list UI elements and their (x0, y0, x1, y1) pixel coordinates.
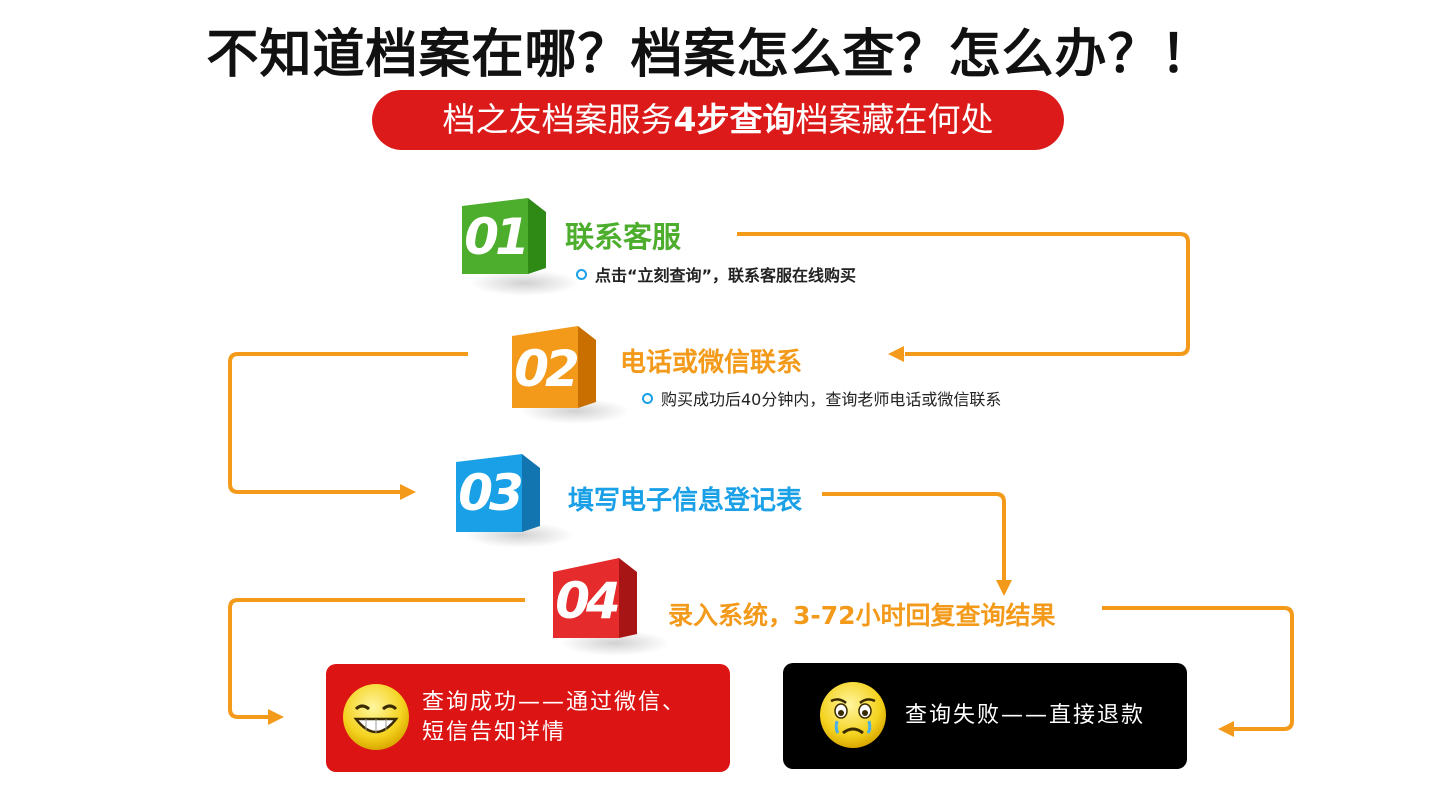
banner-text-bold: 4步查询 (673, 100, 796, 139)
step-1-title: 联系客服 (565, 220, 682, 254)
arrow-step3-to-step4 (822, 492, 1006, 582)
step-1-number: 01 (464, 208, 530, 266)
crying-face-icon (820, 682, 886, 748)
step-2-title: 电话或微信联系 (620, 348, 803, 378)
arrow-step2-to-step3 (228, 352, 468, 494)
result-success-line1: 查询成功——通过微信、 (422, 690, 687, 715)
step-1-desc-text: 点击“立刻查询”，联系客服在线购买 (595, 266, 857, 285)
arrow-step4-to-success (228, 598, 525, 719)
arrowhead-5 (1218, 721, 1234, 737)
page-title: 不知道档案在哪？档案怎么查？怎么办？！ (206, 24, 1214, 85)
step-2-cube-side (512, 326, 596, 408)
arrowhead-3 (996, 580, 1012, 596)
arrowhead-1 (888, 346, 904, 362)
result-success-line2: 短信告知详情 (422, 720, 567, 745)
arrow-step4-to-failure (1102, 606, 1294, 731)
subtitle-banner: 档之友档案服务4步查询档案藏在何处 (372, 90, 1064, 150)
step-3-cube-side (456, 454, 540, 532)
step-4-cube-side (553, 558, 637, 638)
step-4-number: 04 (555, 572, 621, 630)
result-failure-box: 查询失败——直接退款 (783, 663, 1187, 769)
laughing-face-icon (343, 684, 409, 750)
banner-text-post: 档案藏在何处 (795, 100, 994, 139)
step-2-desc: 购买成功后40分钟内，查询老师电话或微信联系 (642, 386, 1001, 410)
step-1-desc: 点击“立刻查询”，联系客服在线购买 (576, 262, 856, 286)
step-1-cube-side (462, 198, 546, 274)
step-4-title: 录入系统，3-72小时回复查询结果 (668, 601, 1056, 630)
step-2-number: 02 (514, 340, 580, 398)
step-3-title: 填写电子信息登记表 (568, 486, 803, 516)
bullet-icon (642, 393, 653, 404)
arrow-step1-to-step2 (737, 232, 1190, 356)
bullet-icon (576, 269, 587, 280)
arrowhead-2 (400, 484, 416, 500)
step-3-number: 03 (458, 464, 524, 522)
banner-text-pre: 档之友档案服务 (442, 100, 674, 139)
step-2-desc-text: 购买成功后40分钟内，查询老师电话或微信联系 (661, 390, 1002, 409)
arrowhead-4 (268, 709, 284, 725)
step-1-shadow (470, 270, 580, 296)
result-success-text: 查询成功——通过微信、 短信告知详情 (422, 688, 686, 748)
result-failure-text: 查询失败——直接退款 (905, 703, 1146, 728)
result-success-box: 查询成功——通过微信、 短信告知详情 (326, 664, 730, 772)
